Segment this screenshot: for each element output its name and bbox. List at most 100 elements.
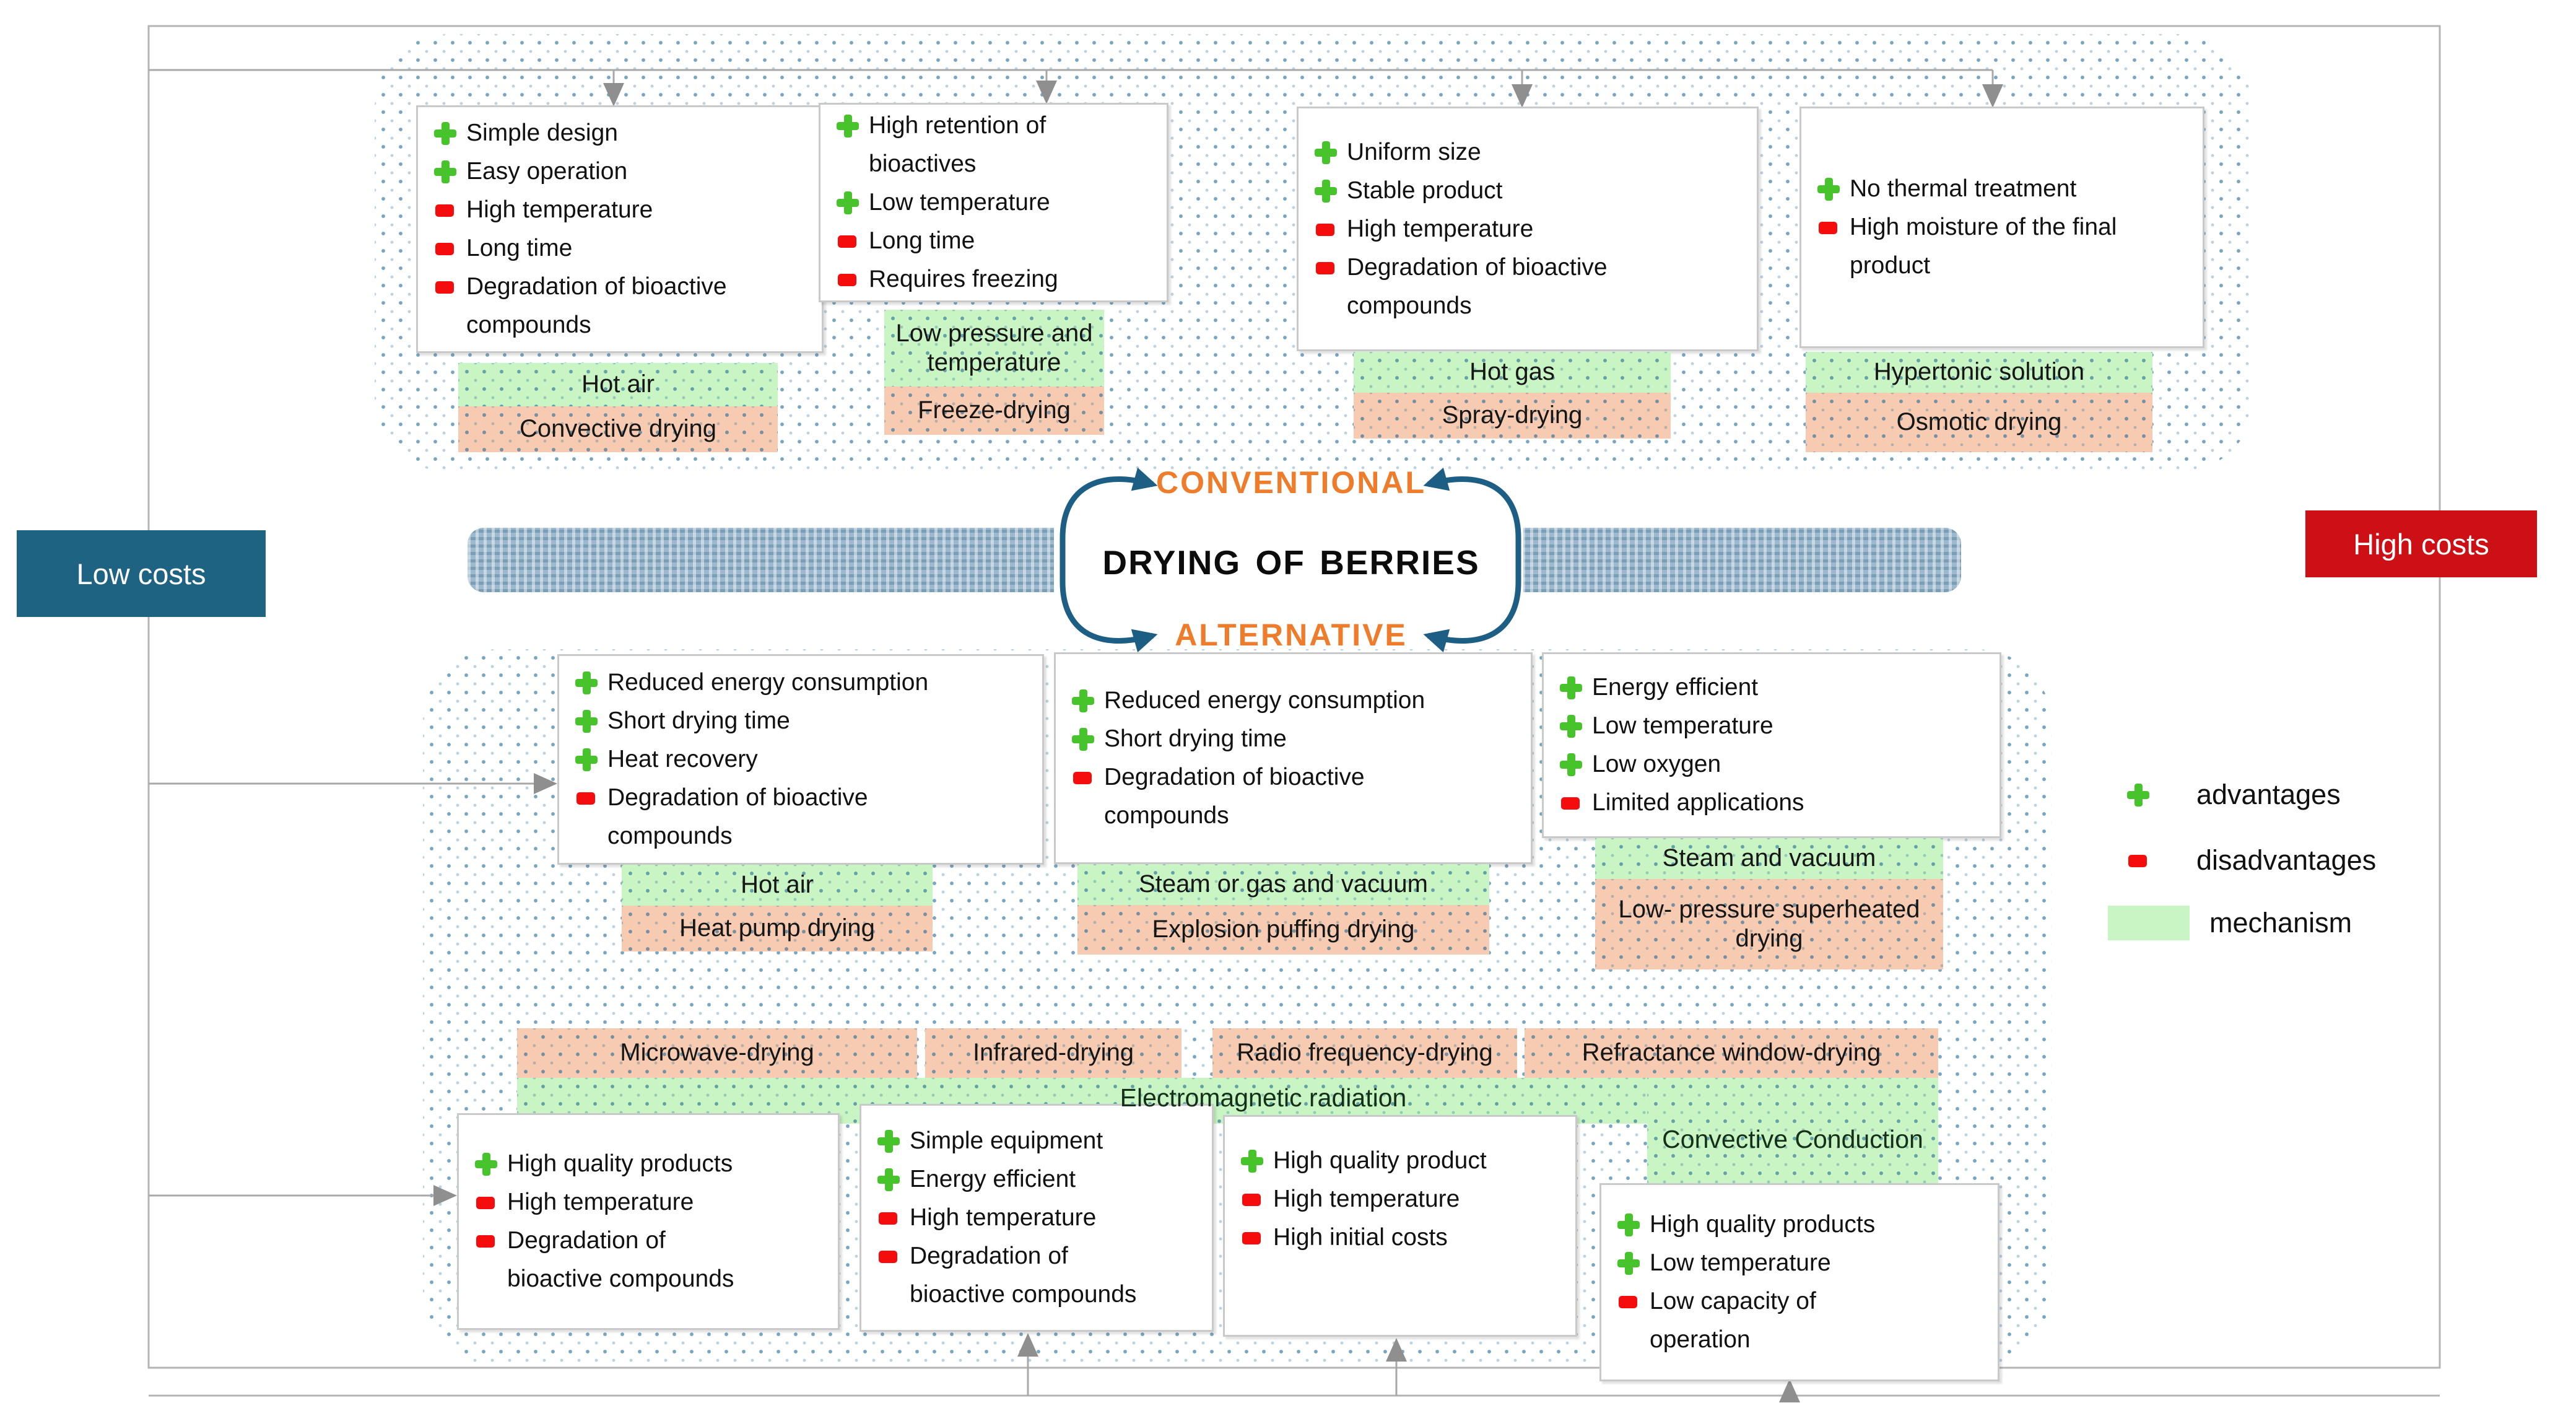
pro-con-item: High temperature bbox=[507, 1189, 694, 1215]
pro-con-item: Low oxygen bbox=[1592, 751, 1721, 777]
pro-con-item: High temperature bbox=[466, 196, 653, 223]
method-tag: Infrared-drying bbox=[925, 1028, 1181, 1078]
pro-con-item: Degradation of bioactive compounds bbox=[507, 1227, 734, 1292]
pro-con-item: No thermal treatment bbox=[1850, 175, 2077, 202]
mechanism-tag: Hypertonic solution bbox=[1806, 352, 2152, 393]
advantage-icon bbox=[575, 663, 607, 702]
advantage-icon bbox=[434, 152, 466, 191]
pro-con-item: Long time bbox=[466, 235, 573, 261]
pro-con-item: Simple equipment bbox=[910, 1127, 1103, 1154]
legend-label: mechanism bbox=[2209, 907, 2352, 938]
freeze-drying-box: High retention of bioactives Low tempera… bbox=[819, 103, 1168, 302]
pro-con-item: Low capacity of operation bbox=[1650, 1288, 1816, 1353]
disadvantage-icon bbox=[1072, 758, 1104, 797]
advantage-icon bbox=[475, 1145, 507, 1183]
disadvantage-icon bbox=[837, 222, 869, 260]
pro-con-item: Degradation of bioactive compounds bbox=[607, 784, 868, 849]
mechanism-tag: Low pressure and temperature bbox=[884, 310, 1104, 387]
pro-con-item: Energy efficient bbox=[910, 1166, 1076, 1192]
legend-disadvantages: disadvantages bbox=[2127, 841, 2376, 880]
pro-con-item: High initial costs bbox=[1273, 1224, 1448, 1251]
pro-con-item: High temperature bbox=[910, 1204, 1097, 1231]
pro-con-item: Reduced energy consumption bbox=[607, 669, 929, 696]
advantage-icon bbox=[837, 107, 869, 145]
method-tag: Heat pump drying bbox=[622, 906, 933, 951]
advantage-icon bbox=[575, 702, 607, 740]
mechanism-tag: Hot air bbox=[458, 363, 778, 406]
legend-label: disadvantages bbox=[2196, 844, 2377, 876]
disadvantage-icon bbox=[434, 191, 466, 229]
disadvantage-icon bbox=[475, 1183, 507, 1222]
low-pressure-superheated-drying-box: Energy efficient Low temperature Low oxy… bbox=[1542, 652, 2001, 838]
disadvantage-icon bbox=[1315, 210, 1347, 248]
advantage-icon bbox=[434, 114, 466, 152]
pro-con-item: High quality products bbox=[507, 1150, 733, 1177]
method-tag: Freeze-drying bbox=[884, 387, 1104, 435]
pro-con-item: High temperature bbox=[1347, 215, 1534, 242]
pro-con-item: Short drying time bbox=[1104, 725, 1287, 752]
heat-pump-drying-box: Reduced energy consumption Short drying … bbox=[557, 654, 1044, 865]
advantage-icon bbox=[575, 740, 607, 779]
disadvantage-icon bbox=[1617, 1282, 1650, 1321]
infrared-drying-box: Simple equipment Energy efficient High t… bbox=[859, 1104, 1214, 1332]
mechanism-swatch-icon bbox=[2108, 906, 2190, 940]
disadvantage-icon bbox=[1241, 1180, 1273, 1218]
method-tag: Explosion puffing drying bbox=[1077, 905, 1489, 955]
spray-drying-box: Uniform size Stable product High tempera… bbox=[1297, 107, 1759, 351]
disadvantage-icon bbox=[575, 779, 607, 817]
pro-con-item: Stable product bbox=[1347, 177, 1503, 204]
pro-con-item: Short drying time bbox=[607, 707, 790, 734]
pro-con-item: High quality products bbox=[1650, 1211, 1876, 1238]
legend-mechanism: mechanism bbox=[2108, 906, 2352, 940]
mechanism-tag: Steam or gas and vacuum bbox=[1077, 864, 1489, 905]
explosion-puffing-drying-box: Reduced energy consumption Short drying … bbox=[1054, 652, 1533, 864]
method-tag: Microwave-drying bbox=[517, 1028, 917, 1078]
pro-con-item: Energy efficient bbox=[1592, 674, 1759, 701]
advantage-icon bbox=[877, 1160, 910, 1199]
pro-con-item: Simple design bbox=[466, 120, 618, 146]
pro-con-item: Requires freezing bbox=[869, 266, 1058, 292]
legend-advantages: advantages bbox=[2127, 776, 2341, 814]
mechanism-tag: Steam and vacuum bbox=[1595, 838, 1943, 879]
pro-con-item: Easy operation bbox=[466, 158, 628, 185]
pro-con-item: Degradation of bioactive compounds bbox=[1347, 253, 1608, 319]
method-tag: Radio frequency-drying bbox=[1212, 1028, 1517, 1078]
pro-con-item: Low temperature bbox=[1650, 1249, 1831, 1276]
advantage-icon bbox=[1241, 1142, 1273, 1180]
disadvantage-icon bbox=[475, 1222, 507, 1260]
disadvantage-icon bbox=[434, 229, 466, 268]
advantage-icon bbox=[837, 183, 869, 222]
pro-con-item: Heat recovery bbox=[607, 746, 758, 772]
advantage-icon bbox=[877, 1122, 910, 1160]
radio-frequency-drying-box: High quality product High temperature Hi… bbox=[1223, 1115, 1577, 1337]
mechanism-tag: Hot gas bbox=[1354, 352, 1671, 393]
pro-con-item: High moisture of the final product bbox=[1850, 214, 2117, 279]
advantage-icon bbox=[1072, 681, 1104, 720]
mechanism-tag: Hot air bbox=[622, 865, 933, 906]
advantage-icon bbox=[1560, 745, 1592, 784]
advantage-icon bbox=[1617, 1205, 1650, 1244]
osmotic-drying-box: No thermal treatment High moisture of th… bbox=[1799, 107, 2204, 348]
pro-con-item: High quality product bbox=[1273, 1147, 1487, 1174]
disadvantage-icon bbox=[1817, 208, 1850, 247]
disadvantage-icon bbox=[2127, 841, 2159, 880]
pro-con-item: Uniform size bbox=[1347, 138, 1481, 165]
method-tag: Refractance window-drying bbox=[1525, 1028, 1938, 1078]
disadvantage-icon bbox=[1241, 1218, 1273, 1257]
method-tag: Convective drying bbox=[458, 406, 778, 452]
pro-con-item: Low temperature bbox=[1592, 712, 1773, 739]
pro-con-item: Degradation of bioactive compounds bbox=[466, 273, 727, 338]
advantage-icon bbox=[1072, 720, 1104, 758]
refractance-window-drying-box: High quality products Low temperature Lo… bbox=[1599, 1183, 1999, 1381]
alternative-label: ALTERNATIVE bbox=[1175, 618, 1408, 652]
pro-con-item: High retention of bioactives bbox=[869, 112, 1046, 177]
disadvantage-icon bbox=[1315, 248, 1347, 287]
disadvantage-icon bbox=[877, 1199, 910, 1237]
conventional-label: CONVENTIONAL bbox=[1156, 465, 1426, 500]
pro-con-item: Low temperature bbox=[869, 189, 1050, 216]
pro-con-item: Degradation of bioactive compounds bbox=[910, 1243, 1137, 1308]
arrow-up-icon bbox=[1779, 1379, 1800, 1402]
disadvantage-icon bbox=[434, 268, 466, 306]
pro-con-item: Degradation of bioactive compounds bbox=[1104, 764, 1365, 829]
